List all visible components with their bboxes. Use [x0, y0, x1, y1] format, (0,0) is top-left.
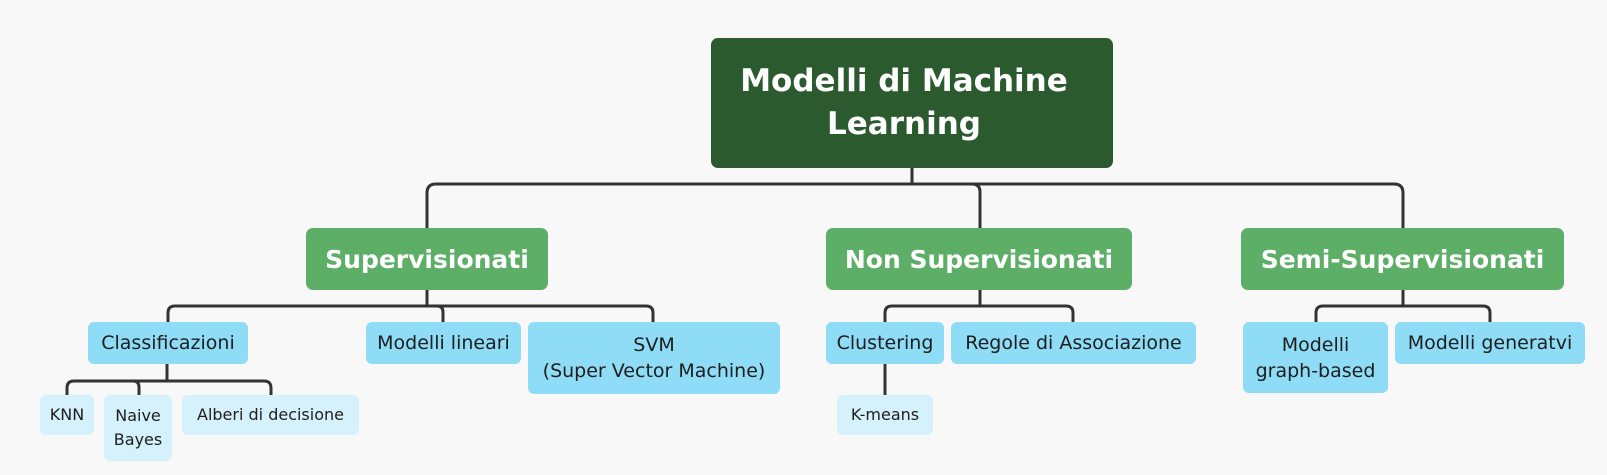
node-svm-label: SVM (Super Vector Machine) — [542, 334, 766, 382]
leaf-knn-label: KNN — [49, 405, 85, 424]
connector-unsupervised-bar — [883, 304, 1075, 322]
node-modelli-lineari-label: Modelli lineari — [377, 332, 510, 354]
leaf-knn[interactable]: KNN — [40, 395, 94, 435]
node-regole-di-associazione[interactable]: Regole di Associazione — [951, 322, 1196, 364]
category-supervisionati-label: Supervisionati — [325, 244, 529, 274]
root-node[interactable]: Modelli di Machine Learning — [711, 38, 1113, 168]
node-svm[interactable]: SVM (Super Vector Machine) — [528, 322, 780, 394]
node-classificazioni[interactable]: Classificazioni — [88, 322, 248, 364]
leaf-naive-bayes-label: Naive Bayes — [113, 406, 163, 449]
node-modelli-generativi[interactable]: Modelli generatvi — [1395, 322, 1585, 364]
connector-supervised-middle — [436, 304, 445, 322]
node-clustering[interactable]: Clustering — [826, 322, 944, 364]
leaf-alberi-di-decisione-label: Alberi di decisione — [197, 405, 344, 424]
node-classificazioni-label: Classificazioni — [101, 332, 235, 354]
node-modelli-generativi-label: Modelli generatvi — [1407, 332, 1573, 354]
category-non-supervisionati[interactable]: Non Supervisionati — [826, 228, 1132, 290]
category-supervisionati[interactable]: Supervisionati — [306, 228, 548, 290]
category-semi-supervisionati-label: Semi-Supervisionati — [1260, 244, 1545, 274]
node-clustering-label: Clustering — [836, 332, 934, 354]
leaf-k-means[interactable]: K-means — [837, 395, 933, 435]
node-regole-di-associazione-label: Regole di Associazione — [965, 332, 1182, 354]
node-modelli-lineari[interactable]: Modelli lineari — [366, 322, 521, 364]
connector-classificazioni-middle — [132, 379, 141, 395]
connector-classificazioni-bar — [65, 379, 273, 395]
connector-root-bar — [425, 182, 1405, 228]
node-modelli-graph-based[interactable]: Modelli graph-based — [1243, 322, 1388, 393]
connector-root-middle — [971, 182, 982, 228]
connector-semi-bar — [1314, 304, 1492, 322]
leaf-naive-bayes[interactable]: Naive Bayes — [104, 395, 172, 461]
connector-supervised-bar — [166, 304, 655, 322]
node-modelli-graph-based-label: Modelli graph-based — [1255, 333, 1376, 382]
category-semi-supervisionati[interactable]: Semi-Supervisionati — [1241, 228, 1564, 290]
root-label: Modelli di Machine Learning — [740, 63, 1068, 142]
category-non-supervisionati-label: Non Supervisionati — [844, 244, 1114, 274]
leaf-alberi-di-decisione[interactable]: Alberi di decisione — [182, 395, 359, 435]
leaf-k-means-label: K-means — [850, 405, 920, 424]
